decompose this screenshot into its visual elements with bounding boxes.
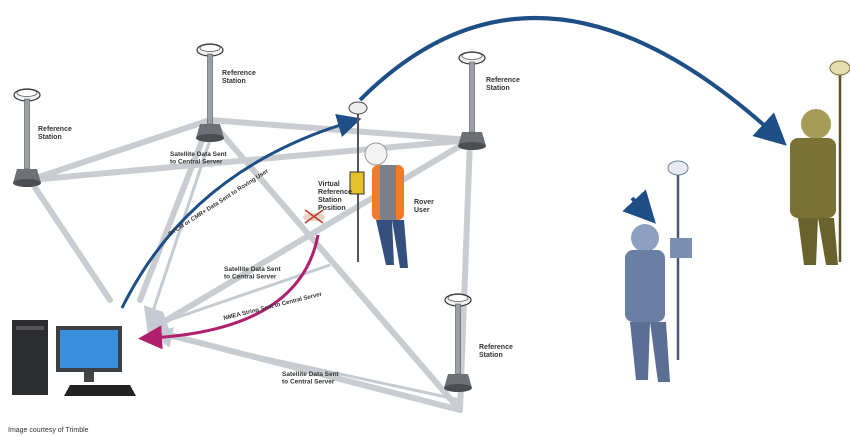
nmea-arrow <box>138 234 320 350</box>
reference-station-icon-4 <box>443 293 473 393</box>
reference-station-icon-2 <box>195 43 225 143</box>
image-caption: Image courtesy of Trimble <box>8 427 89 434</box>
computer-icon <box>12 320 136 396</box>
reference-station-icon-3 <box>457 51 487 151</box>
virtual-station-marker-icon <box>303 209 325 224</box>
rover-user-icon <box>348 101 408 268</box>
reference-station-icon-1 <box>12 88 42 188</box>
rover-figure-blue <box>625 160 692 382</box>
rover-figure-olive <box>790 60 850 265</box>
rtcm-label: RTCM or CMR+ Data Sent to Roving User <box>168 168 270 237</box>
small-arrow <box>622 189 656 224</box>
transition-arc-arrow <box>358 16 787 146</box>
rtcm-arrow <box>120 113 362 309</box>
